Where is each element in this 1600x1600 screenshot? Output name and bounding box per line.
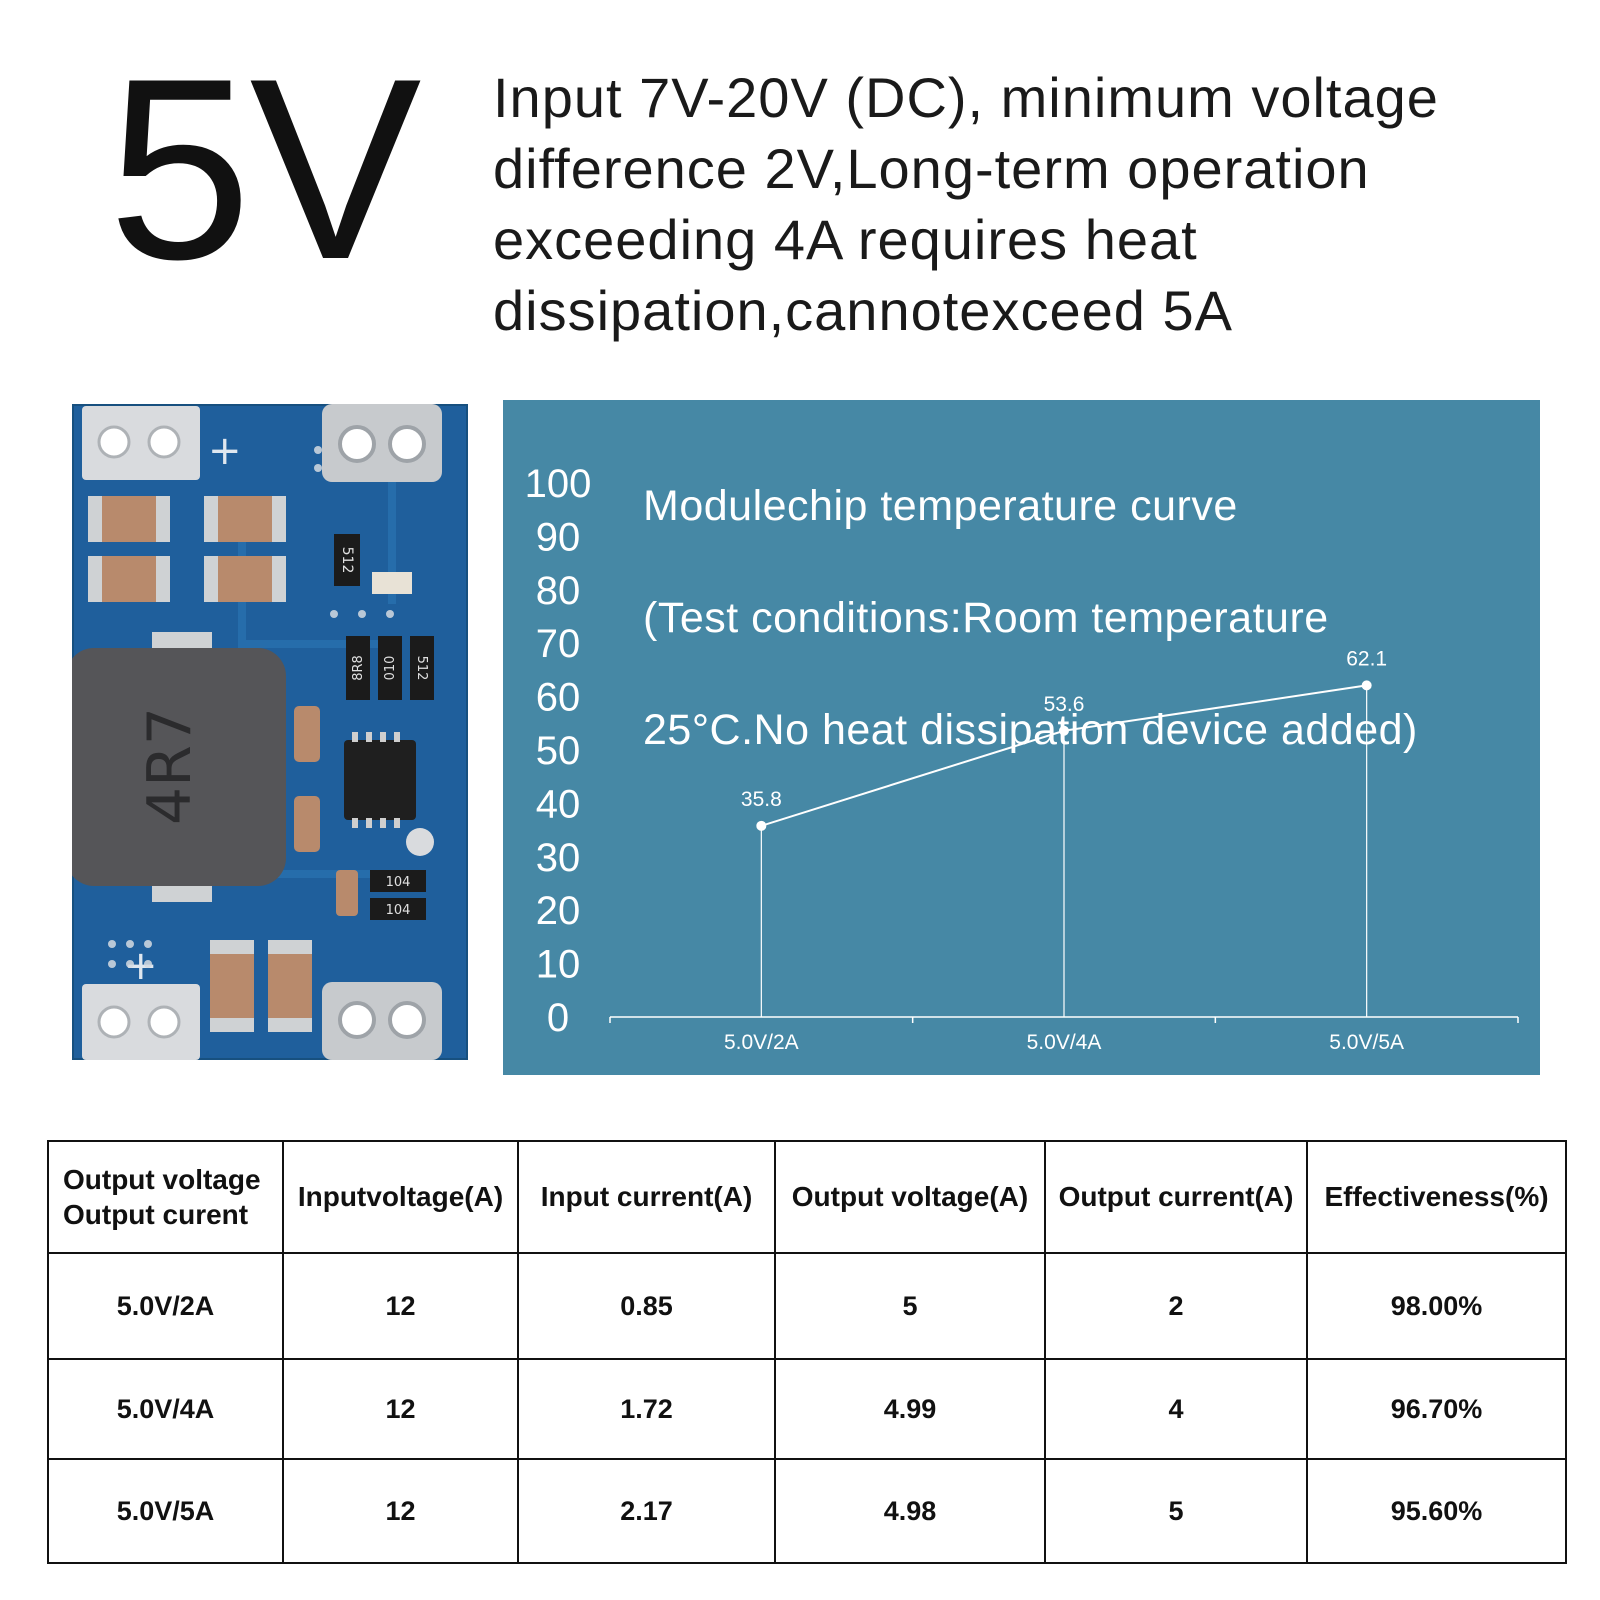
capacitor [210,940,254,1032]
efficiency-table: Output voltage Output curent Inputvoltag… [47,1140,1567,1564]
header-cell: Input current(A) [517,1140,776,1254]
table-row: 5.0V/5A 12 2.17 4.98 5 95.60% [47,1458,1567,1564]
led [372,572,412,594]
chart-title-line: (Test conditions:Room temperature [643,594,1329,642]
y-tick-label: 0 [547,996,569,1040]
regulator-ic [344,740,416,820]
resistor [370,898,426,920]
data-label: 35.8 [741,788,782,811]
table-cell: 5.0V/5A [47,1458,284,1564]
table-cell: 5.0V/2A [47,1252,284,1360]
header-cell: Output current(A) [1044,1140,1308,1254]
resistor-marking: 512 [414,656,429,681]
capacitor [268,940,312,1032]
header-line: Output curent [63,1199,249,1230]
table-row: 5.0V/2A 12 0.85 5 2 98.00% [47,1252,1567,1360]
spec-line: Input 7V-20V (DC), minimum voltage [493,66,1439,129]
table-cell: 2 [1044,1252,1308,1360]
temperature-chart-panel: 0 10 20 30 40 50 60 70 80 90 100 35.8 53.6 62.1 5.0V/2… [503,400,1540,1075]
spec-line: exceeding 4A requires heat [493,208,1198,271]
chart-title-line: Modulechip temperature curve [643,482,1238,530]
x-tick-label: 5.0V/5A [1329,1031,1404,1054]
table-cell: 98.00% [1306,1252,1567,1360]
table-cell: 4.98 [774,1458,1046,1564]
temperature-chart: 0 10 20 30 40 50 60 70 80 90 100 35.8 53.6 62.1 5.0V/2… [525,462,1519,1054]
data-point [1361,680,1372,691]
data-point [1059,725,1069,736]
capacitor [294,706,320,762]
big-voltage-title: 5V [108,24,422,313]
pcb-module-image: + + 512 8R8 010 512 4R7 104 104 [72,404,468,1060]
resistor [378,636,402,700]
table-row: 5.0V/4A 12 1.72 4.99 4 96.70% [47,1358,1567,1460]
solder-pad [322,982,442,1060]
data-label: 53.6 [1044,693,1085,716]
y-tick-label: 60 [536,676,581,720]
data-label: 62.1 [1346,647,1387,670]
resistor [334,534,360,586]
table-cell: 12 [282,1458,519,1564]
inductor-marking: 4R7 [135,707,205,825]
resistor [346,636,370,700]
table-cell: 5 [1044,1458,1308,1564]
spec-line: difference 2V,Long-term operation [493,137,1370,200]
y-tick-label: 100 [525,462,592,506]
capacitor [294,796,320,852]
data-point [756,820,767,831]
chart-title-line: 25°C.No heat dissipation device added) [643,706,1418,754]
table-header-row: Output voltage Output curent Inputvoltag… [47,1140,1567,1254]
y-tick-label: 40 [536,782,581,826]
capacitor [88,556,170,602]
table-cell: 2.17 [517,1458,776,1564]
table-cell: 0.85 [517,1252,776,1360]
y-tick-label: 80 [536,569,581,613]
table-cell: 12 [282,1252,519,1360]
resistor-marking: 512 [339,547,355,574]
capacitor [88,496,170,542]
header-line: Output voltage [63,1164,261,1195]
x-tick-label: 5.0V/2A [724,1031,799,1054]
chart-title: Modulechip temperature curve (Test condi… [643,422,1523,814]
table-cell: 95.60% [1306,1458,1567,1564]
table-cell: 4.99 [774,1358,1046,1460]
solder-pad [82,984,200,1060]
table-cell: 1.72 [517,1358,776,1460]
solder-pad [82,406,200,480]
capacitor [204,496,286,542]
table-cell: 5 [774,1252,1046,1360]
header-cell: Output voltage Output curent [47,1140,284,1254]
spec-description: Input 7V-20V (DC), minimum voltage diffe… [493,62,1573,346]
y-tick-label: 50 [536,729,581,773]
table-cell: 96.70% [1306,1358,1567,1460]
table-cell: 5.0V/4A [47,1358,284,1460]
table-cell: 12 [282,1358,519,1460]
capacitor [204,556,286,602]
resistor-marking: 010 [383,656,398,681]
resistor-marking: 104 [386,903,411,918]
spec-line: dissipation,cannotexceed 5A [493,279,1233,342]
y-tick-label: 30 [536,836,581,880]
y-tick-label: 10 [536,943,581,987]
resistor [410,636,434,700]
resistor-marking: 8R8 [351,655,366,681]
resistor [370,870,426,892]
inductor [72,648,286,886]
table-cell: 4 [1044,1358,1308,1460]
y-tick-label: 70 [536,622,581,666]
header-cell: Effectiveness(%) [1306,1140,1567,1254]
header-cell: Output voltage(A) [774,1140,1046,1254]
y-tick-label: 90 [536,515,581,559]
y-tick-label: 20 [536,889,581,933]
x-tick-label: 5.0V/4A [1027,1031,1102,1054]
header-cell: Inputvoltage(A) [282,1140,519,1254]
plus-mark: + [208,428,242,474]
resistor-marking: 104 [386,875,411,890]
capacitor [336,870,358,916]
solder-pad [322,404,442,482]
